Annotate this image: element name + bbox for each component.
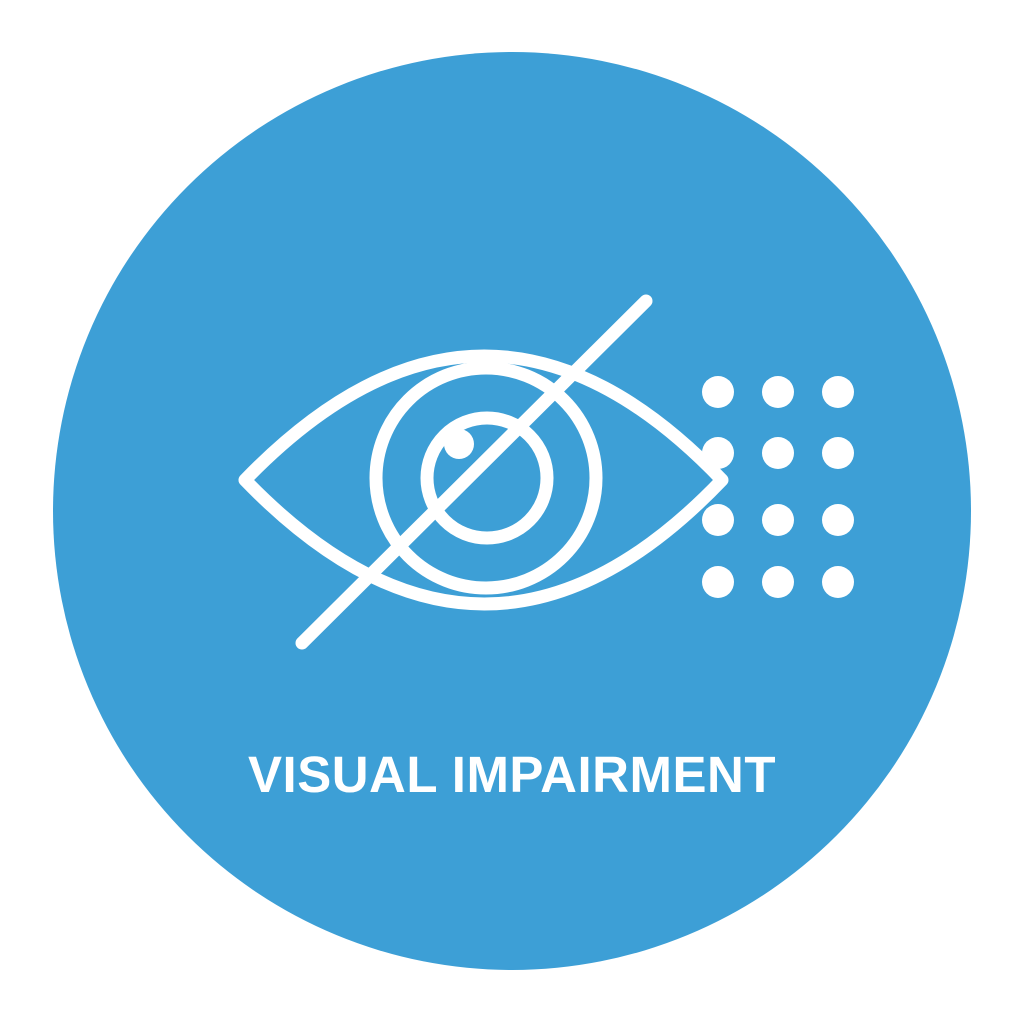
slash-line [295, 294, 653, 650]
braille-dot [762, 437, 794, 469]
braille-dot [702, 376, 734, 408]
pupil-ring [420, 411, 554, 545]
braille-dot [702, 566, 734, 598]
braille-dot [762, 504, 794, 536]
braille-dot [822, 504, 854, 536]
eye-highlight [444, 429, 474, 459]
crossed-out-eye-icon [238, 294, 729, 650]
braille-dot [822, 376, 854, 408]
braille-dot [822, 566, 854, 598]
braille-dots-icon [702, 376, 854, 598]
eye-outline [238, 349, 729, 611]
braille-dot [702, 437, 734, 469]
braille-dot [762, 566, 794, 598]
braille-dot [762, 376, 794, 408]
braille-dot [822, 437, 854, 469]
braille-dot [702, 504, 734, 536]
badge-label: VISUAL IMPAIRMENT [248, 746, 776, 803]
visual-impairment-badge [53, 52, 971, 970]
iris-ring [369, 361, 603, 595]
